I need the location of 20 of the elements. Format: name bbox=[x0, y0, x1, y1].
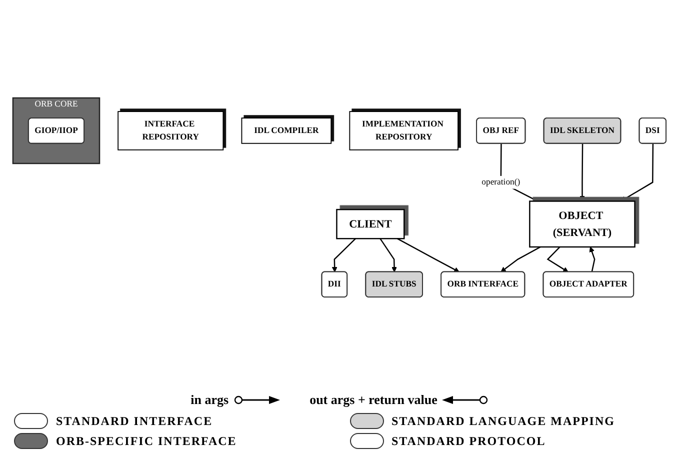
edge-label: operation() bbox=[482, 177, 520, 186]
arrow bbox=[620, 143, 654, 201]
node-box: INTERFACE REPOSITORY bbox=[118, 110, 224, 150]
node-box: IDL COMPILER bbox=[241, 117, 332, 144]
arrow bbox=[580, 143, 585, 201]
arrow bbox=[396, 238, 460, 272]
legend-label: ORB-SPECIFIC INTERFACE bbox=[56, 434, 237, 448]
node-box: OBJECT (SERVANT) bbox=[529, 200, 636, 248]
legend-label: STANDARD INTERFACE bbox=[56, 414, 213, 428]
arrow bbox=[500, 246, 541, 272]
arrow bbox=[332, 238, 356, 272]
legend-label: STANDARD LANGUAGE MAPPING bbox=[392, 414, 615, 428]
arrow bbox=[546, 246, 568, 272]
node-box: CLIENT bbox=[336, 208, 405, 239]
node-box: IMPLEMENTATION REPOSITORY bbox=[349, 110, 458, 150]
legend-label: STANDARD PROTOCOL bbox=[392, 434, 546, 448]
annotation-label: in args bbox=[190, 392, 229, 408]
arrow bbox=[380, 238, 397, 272]
annotation-label: out args + return value bbox=[310, 392, 438, 408]
arrow bbox=[589, 246, 596, 272]
